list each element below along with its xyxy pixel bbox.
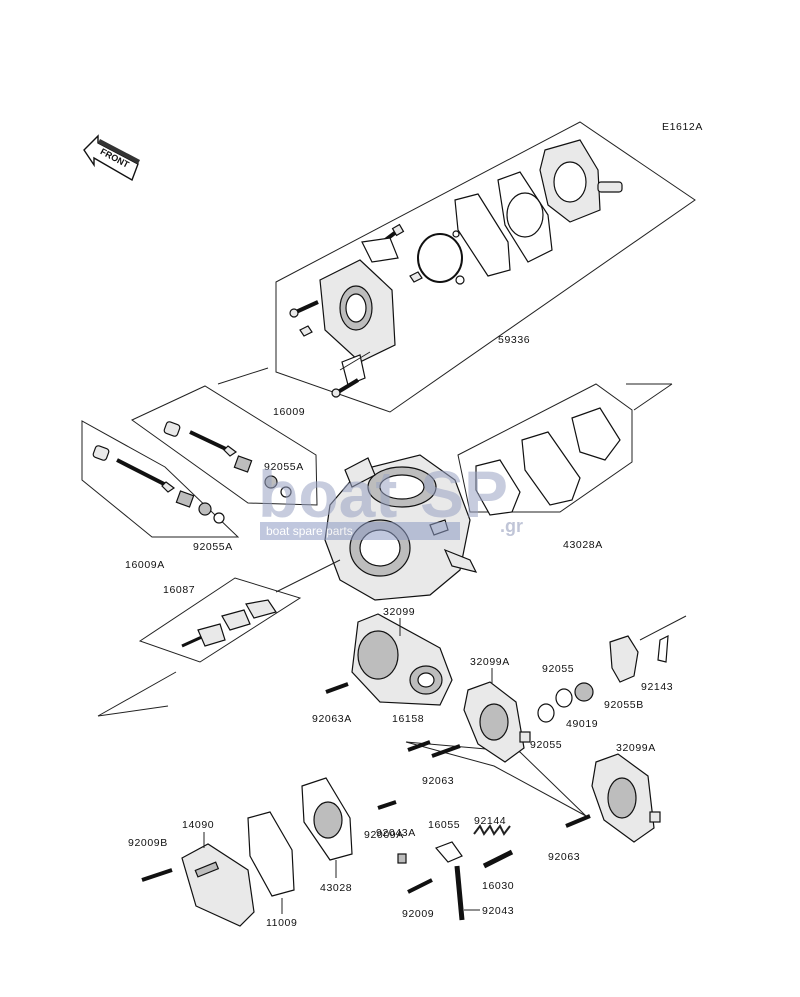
callout-59336: 59336 (498, 334, 530, 346)
watermark-brand-right: SP (420, 457, 508, 531)
callout-92143: 92143 (641, 681, 673, 693)
pump-body-part (319, 259, 396, 363)
callout-14090: 14090 (182, 819, 214, 831)
pilot-screw-group (131, 385, 318, 506)
callout-32099A-right: 32099A (616, 742, 656, 754)
pump-body-32099A-right-part (591, 753, 661, 843)
callout-16009A: 16009A (125, 559, 165, 571)
o-ring-92055-part (555, 688, 573, 708)
callout-92063A: 92063A (312, 713, 352, 725)
pump-body-32099A-part (405, 681, 587, 817)
callout-92063-right: 92063 (548, 851, 580, 863)
callout-92043A: 92043A (376, 827, 416, 839)
callout-92055-mid: 92055 (530, 739, 562, 751)
callout-43028: 43028 (320, 882, 352, 894)
lever-16055-part (434, 841, 463, 863)
callout-16055: 16055 (428, 819, 460, 831)
diaphragm-43028-part (301, 777, 353, 861)
choke-lever-group (97, 559, 341, 717)
pump-cover-32099-part (351, 613, 453, 706)
callout-32099: 32099 (383, 606, 415, 618)
callout-11009: 11009 (266, 917, 297, 929)
watermark-tagline: boat spare parts (266, 524, 353, 538)
idle-screw-group (81, 420, 240, 538)
callout-92063-mid: 92063 (422, 775, 454, 787)
fuel-pump-group (217, 121, 696, 413)
callout-32099A-mid: 32099A (470, 656, 510, 668)
callout-92043: 92043 (482, 905, 514, 917)
callout-92055A-bottom: 92055A (193, 541, 233, 553)
watermark-brand-left: boat (258, 457, 397, 531)
gasket-11009-part (247, 811, 295, 897)
callout-92055B: 92055B (604, 699, 644, 711)
watermark-logo: boat SP .gr boat spare parts (258, 457, 523, 540)
pump-cover-part (539, 139, 623, 223)
cap-49019-part (574, 682, 594, 702)
o-ring-92055-mid-part (537, 703, 555, 723)
callout-16030: 16030 (482, 880, 514, 892)
callout-16009: 16009 (273, 406, 305, 418)
watermark-domain: .gr (500, 516, 523, 536)
cover-92055B-part (609, 635, 639, 683)
callout-92055-top: 92055 (542, 663, 574, 675)
pin-92043A-part (397, 853, 407, 864)
callout-16158: 16158 (392, 713, 424, 725)
callout-92144: 92144 (474, 815, 506, 827)
callout-16087: 16087 (163, 584, 195, 596)
callout-92009B: 92009B (128, 837, 168, 849)
callout-43028A: 43028A (563, 539, 603, 551)
diagram-code: E1612A (662, 121, 703, 133)
callout-92055A-top: 92055A (264, 461, 304, 473)
chamber-14090-part (181, 843, 255, 927)
front-arrow-icon: FRONT (83, 134, 140, 182)
clip-92143-part (657, 634, 669, 663)
callout-49019: 49019 (566, 718, 598, 730)
callout-92009A: 92009A (364, 829, 404, 841)
callout-92009: 92009 (402, 908, 434, 920)
pump-gasket-group (457, 383, 673, 516)
